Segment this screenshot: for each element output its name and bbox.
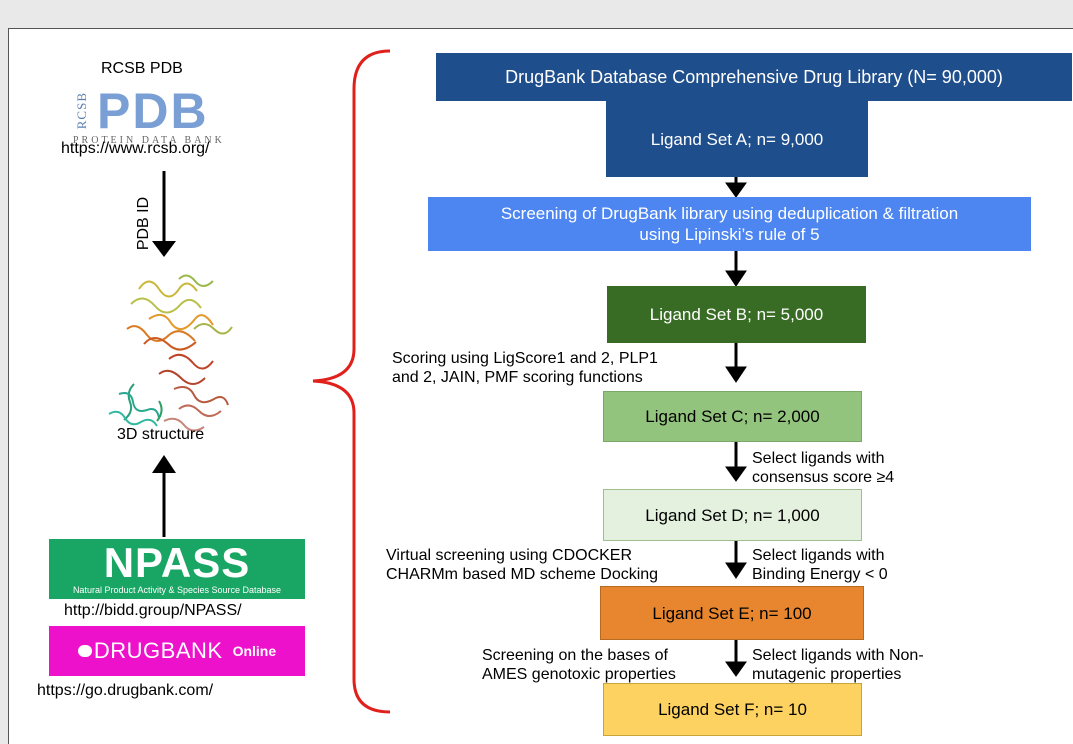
screening-line-1: Screening of DrugBank library using dedu… bbox=[500, 204, 959, 223]
virtual-screening-line-1: Virtual screening using CDOCKER bbox=[386, 547, 633, 564]
virtual-screening-text: Virtual screening using CDOCKER CHARMm b… bbox=[386, 546, 658, 584]
drugbank-logo-text: DRUGBANK bbox=[93, 638, 223, 663]
ames-text: Screening on the bases of AMES genotoxic… bbox=[482, 646, 676, 684]
structure-label: 3D structure bbox=[117, 426, 205, 443]
ligand-set-c-box: Ligand Set C; n= 2,000 bbox=[603, 391, 862, 442]
ligand-set-d-box: Ligand Set D; n= 1,000 bbox=[603, 489, 862, 541]
protein-structure-image bbox=[108, 274, 233, 432]
rcsb-pdb-logo: RCSB PDB PROTEIN DATA BANK bbox=[71, 86, 243, 148]
ames-line-2: AMES genotoxic properties bbox=[482, 666, 676, 683]
npass-logo: NPASS Natural Product Activity & Species… bbox=[49, 539, 305, 599]
npass-logo-text: NPASS bbox=[103, 539, 251, 586]
npass-url[interactable]: http://bidd.group/NPASS/ bbox=[64, 602, 242, 619]
drugbank-library-box: DrugBank Database Comprehensive Drug Lib… bbox=[436, 53, 1072, 101]
non-mutagenic-text: Select ligands with Non- mutagenic prope… bbox=[752, 646, 924, 684]
ligand-set-e-box: Ligand Set E; n= 100 bbox=[600, 586, 864, 640]
ligand-set-b-box: Ligand Set B; n= 5,000 bbox=[607, 286, 866, 343]
ligand-set-a-box: Ligand Set A; n= 9,000 bbox=[606, 101, 868, 177]
drugbank-logo: DRUGBANK Online bbox=[49, 626, 305, 676]
pdb-id-label-wrap: PDB ID bbox=[135, 196, 153, 250]
consensus-line-2: consensus score ≥4 bbox=[752, 469, 895, 486]
diagram-graphics bbox=[108, 49, 747, 714]
rcsb-url[interactable]: https://www.rcsb.org/ bbox=[61, 140, 210, 157]
ames-line-1: Screening on the bases of bbox=[482, 647, 668, 664]
drugbank-logo-online: Online bbox=[232, 643, 277, 659]
screening-line-2: using Lipinski’s rule of 5 bbox=[639, 225, 820, 244]
non-mutagenic-line-1: Select ligands with Non- bbox=[752, 647, 924, 664]
ligand-set-f-box: Ligand Set F; n= 10 bbox=[603, 683, 862, 736]
scoring-line-1: Scoring using LigScore1 and 2, PLP1 bbox=[392, 350, 658, 367]
diagram-frame: RCSB PDB RCSB PDB PROTEIN DATA BANK http… bbox=[8, 28, 1073, 744]
pdb-id-label: PDB ID bbox=[135, 196, 153, 250]
consensus-line-1: Select ligands with bbox=[752, 450, 885, 467]
consensus-text: Select ligands with consensus score ≥4 bbox=[752, 449, 894, 487]
flow-arrows bbox=[725, 177, 747, 677]
scoring-line-2: and 2, JAIN, PMF scoring functions bbox=[392, 369, 643, 386]
pdb-logo-text: PDB bbox=[97, 83, 209, 139]
binding-energy-text: Select ligands with Binding Energy < 0 bbox=[752, 546, 888, 584]
screening-box: Screening of DrugBank library using dedu… bbox=[428, 197, 1031, 251]
non-mutagenic-line-2: mutagenic properties bbox=[752, 666, 902, 683]
drugbank-url[interactable]: https://go.drugbank.com/ bbox=[37, 682, 214, 699]
pdb-logo-subtitle: PROTEIN DATA BANK bbox=[73, 135, 225, 146]
drugbank-capsule-icon bbox=[77, 645, 92, 657]
npass-logo-subtitle: Natural Product Activity & Species Sourc… bbox=[72, 585, 282, 595]
rcsb-pdb-label: RCSB PDB bbox=[101, 60, 183, 77]
red-bracket bbox=[312, 49, 391, 714]
binding-energy-line-2: Binding Energy < 0 bbox=[752, 566, 888, 583]
rcsb-logo-small: RCSB bbox=[74, 92, 89, 130]
binding-energy-line-1: Select ligands with bbox=[752, 547, 885, 564]
virtual-screening-line-2: CHARMm based MD scheme Docking bbox=[386, 566, 659, 583]
scoring-text: Scoring using LigScore1 and 2, PLP1 and … bbox=[392, 349, 658, 387]
